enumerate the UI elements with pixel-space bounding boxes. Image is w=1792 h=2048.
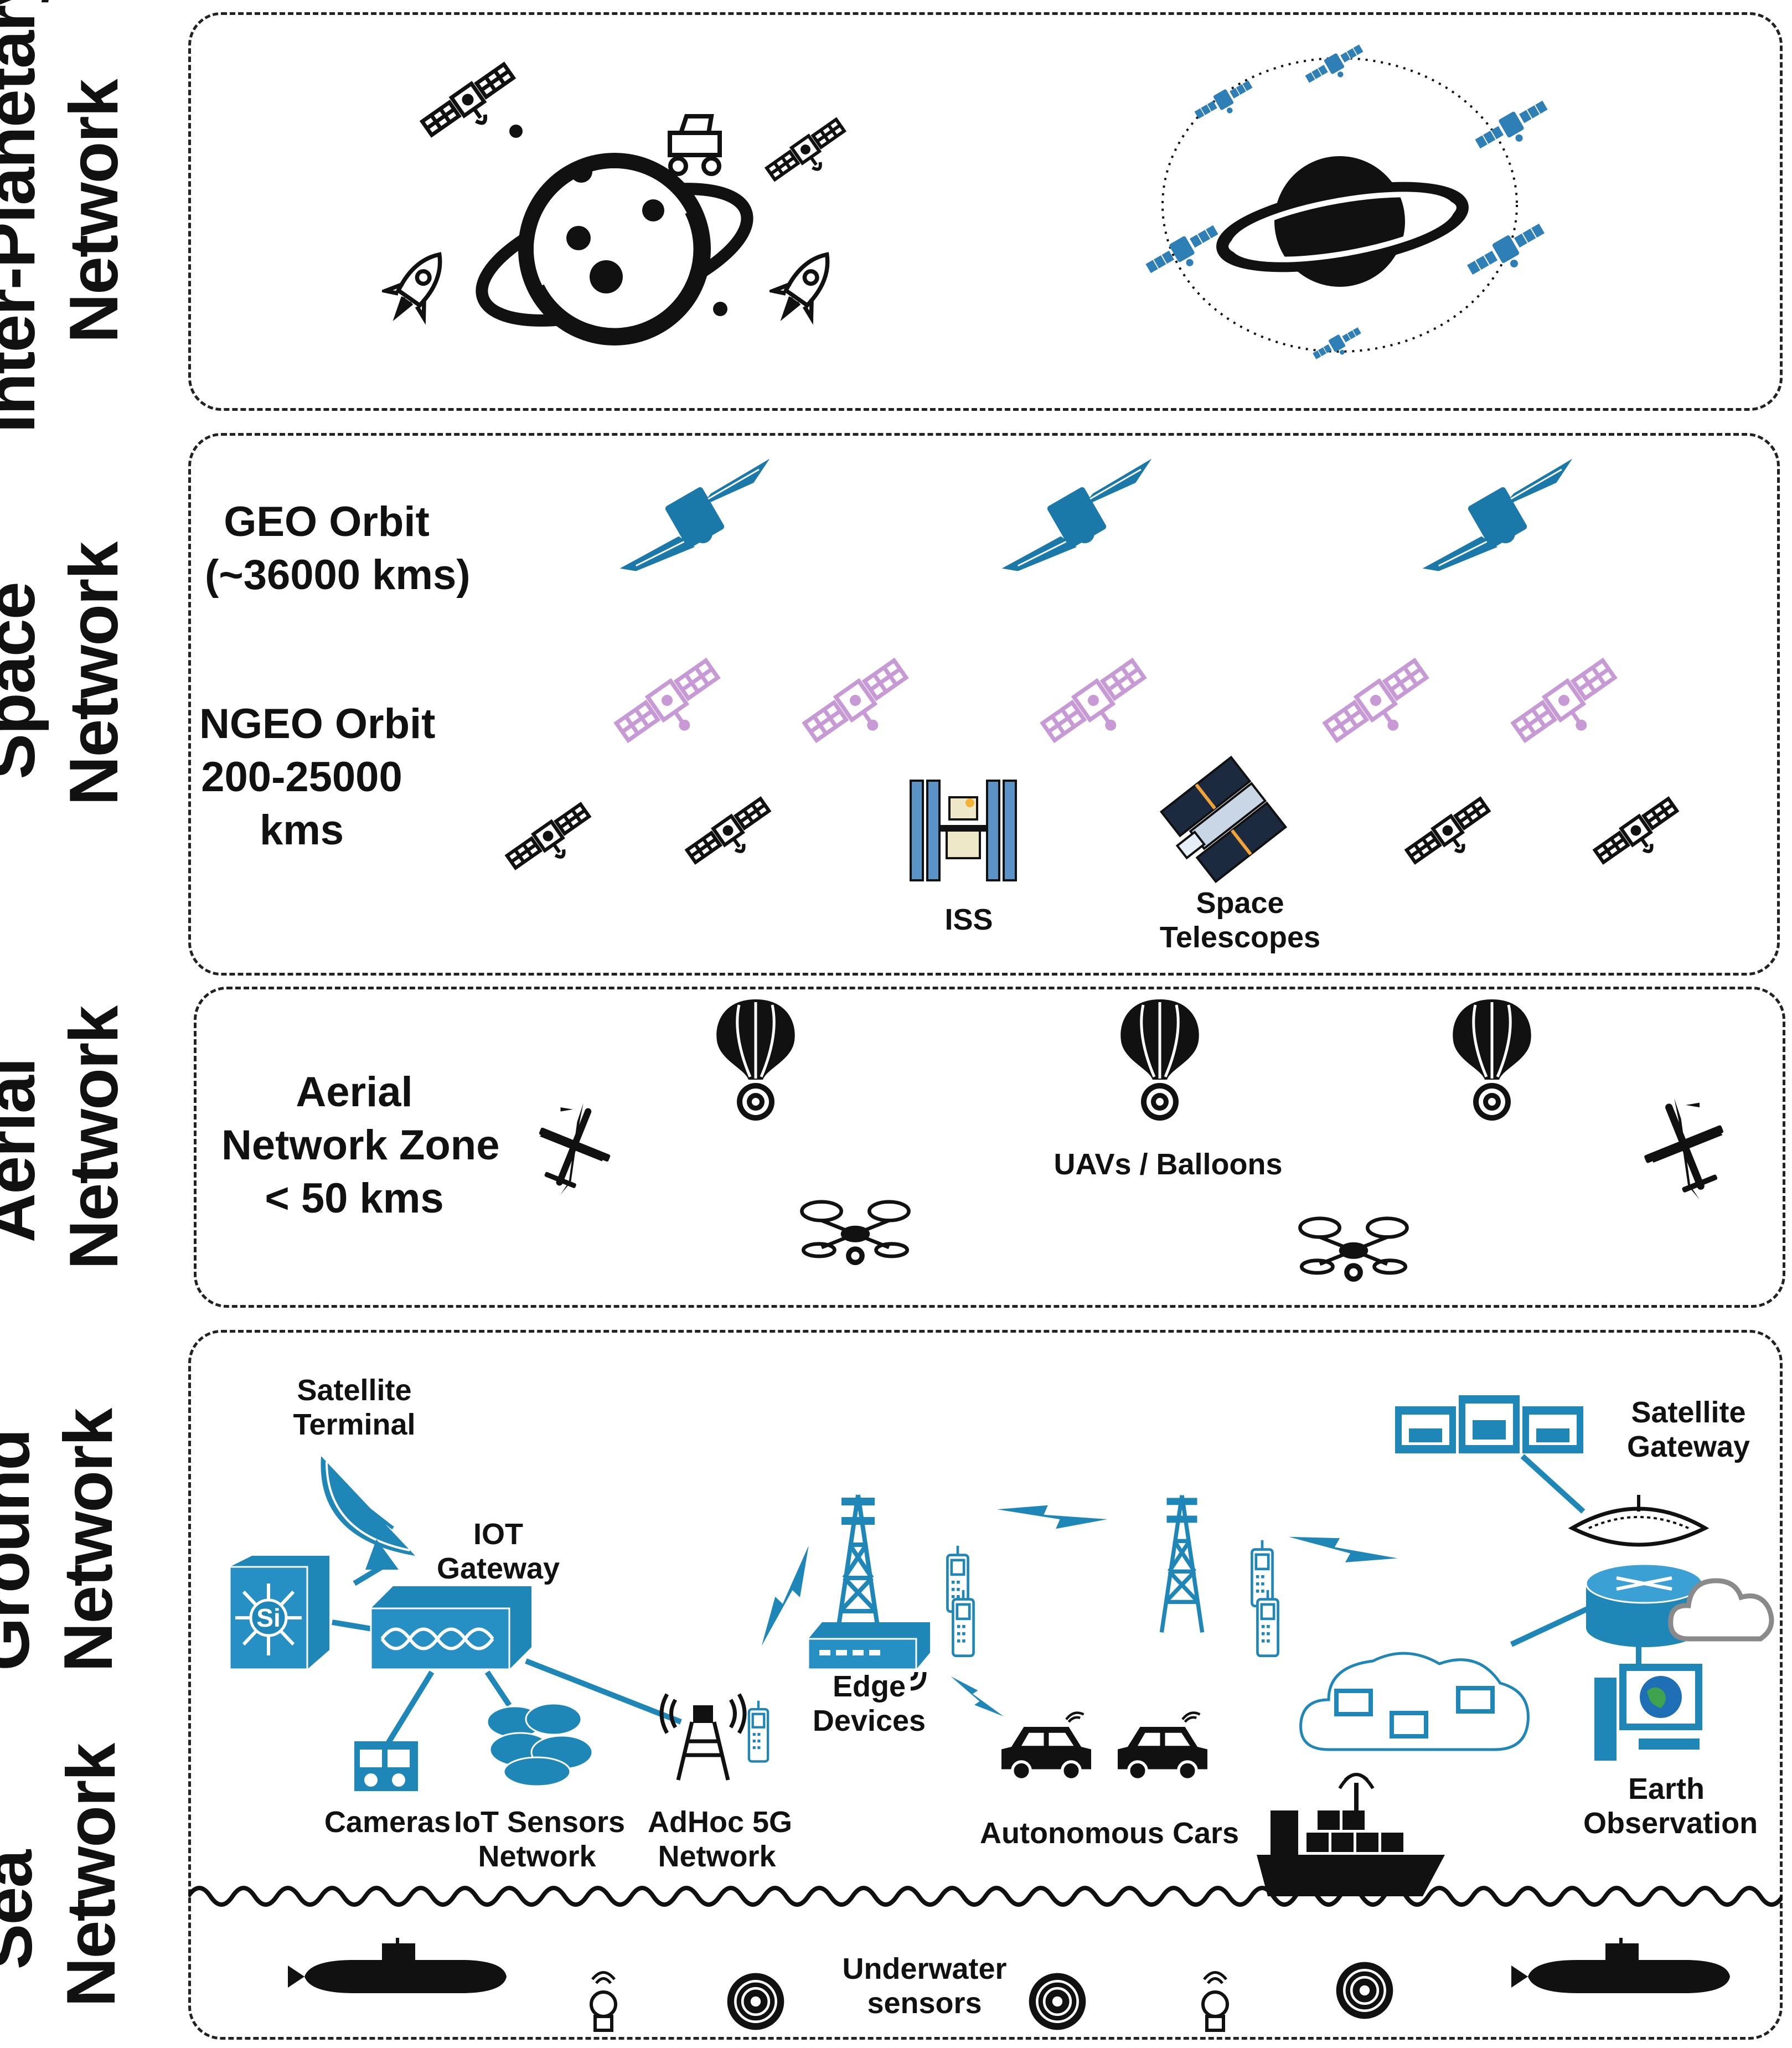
adhoc-network-label: AdHoc 5G Network <box>648 1805 793 1874</box>
ship-icon <box>1257 1773 1445 1896</box>
autonomous-cars-label: Autonomous Cars <box>980 1817 1240 1850</box>
iss-label: ISS <box>944 903 993 936</box>
edge-device-icon <box>807 1622 930 1670</box>
si-badge: Si <box>256 1603 281 1632</box>
wifi-signal-icon <box>910 1672 927 1691</box>
adhoc-tower-icon <box>659 1693 747 1781</box>
iot-gateway-icon <box>370 1586 531 1670</box>
buoy-sensor-icon <box>590 1971 617 2032</box>
handheld-device-icon <box>947 1589 980 1661</box>
handheld-device-icon <box>1251 1589 1284 1661</box>
datacenter-screens-icon <box>1395 1395 1583 1453</box>
handheld-device-icon <box>742 1700 775 1766</box>
autonomous-car-icon <box>1113 1705 1212 1788</box>
label-line: Space <box>1196 886 1284 920</box>
iot-sensors-label: IoT Sensors Network <box>454 1805 626 1874</box>
space-telescope-icon <box>1159 755 1288 884</box>
edge-devices-label: Edge Devices <box>803 1669 936 1738</box>
earth-observation-label: Earth Observation <box>1583 1772 1758 1840</box>
underwater-sensor-icon <box>1334 1960 1395 2021</box>
label-line: Earth <box>1628 1772 1705 1805</box>
interplanetary-panel <box>188 12 1783 411</box>
label-line: Observation <box>1583 1807 1758 1840</box>
ground-sea-network-panel <box>188 1330 1783 2040</box>
label-line: Underwater <box>842 1952 1007 1985</box>
satellite-gateway-label: Satellite Gateway <box>1605 1395 1772 1464</box>
iot-sensors-icon <box>486 1703 593 1787</box>
label-line: Aerial <box>296 1069 413 1116</box>
network-cloud-icon <box>1299 1652 1530 1751</box>
dot-icon <box>713 302 727 316</box>
aerial-zone-label: Aerial Network Zone < 50 kms <box>221 1066 500 1225</box>
geo-orbit-label: GEO Orbit (~36000 kms) <box>205 496 471 602</box>
label-line: AdHoc 5G <box>648 1805 793 1839</box>
label-line: kms <box>259 807 344 854</box>
label-line: IoT Sensors <box>454 1805 626 1839</box>
label-line: Terminal <box>293 1408 416 1441</box>
rover-icon <box>668 114 722 176</box>
submarine-icon <box>288 1938 509 2004</box>
label-line: Network <box>478 1840 596 1873</box>
label-line: Satellite <box>1631 1396 1746 1429</box>
label-line: GEO Orbit <box>224 498 430 545</box>
label-line: Satellite <box>297 1374 412 1407</box>
underwater-sensors-label: Underwater sensors <box>841 1952 1008 2020</box>
label-line: sensors <box>867 1987 982 2020</box>
label-line: Network <box>658 1840 776 1873</box>
label-line: < 50 kms <box>265 1175 444 1222</box>
cameras-label: Cameras <box>324 1805 451 1839</box>
buoy-sensor-icon <box>1201 1971 1229 2032</box>
iss-icon <box>910 780 1017 881</box>
label-line: 200-25000 <box>201 754 402 801</box>
gateway-dish-icon <box>1568 1495 1710 1547</box>
underwater-sensor-icon <box>1027 1971 1088 2032</box>
label-line: Network Zone <box>221 1122 500 1169</box>
ngeo-orbit-label: NGEO Orbit 200-25000 kms <box>199 698 436 857</box>
label-line: Edge <box>832 1670 906 1703</box>
ringed-planet-icon <box>476 153 753 345</box>
sea-surface-wave <box>188 1886 1783 1907</box>
uavs-balloons-label: UAVs / Balloons <box>1053 1148 1283 1181</box>
saturn-icon <box>1216 156 1469 287</box>
space-network-panel <box>188 433 1780 976</box>
earth-observation-computer-icon <box>1594 1664 1702 1761</box>
space-telescopes-label: Space Telescopes <box>1140 886 1340 955</box>
label-line: NGEO Orbit <box>199 700 436 747</box>
satellite-dish-icon <box>321 1456 415 1570</box>
label-line: (~36000 kms) <box>205 551 471 599</box>
label-line: Gateway <box>1626 1430 1750 1463</box>
label-line: Devices <box>812 1704 926 1737</box>
orbit-path-icon <box>1161 57 1518 353</box>
aerial-network-panel <box>194 987 1785 1308</box>
satellite-terminal-label: Satellite Terminal <box>271 1373 437 1442</box>
label-line: Gateway <box>436 1552 560 1585</box>
cloud-icon <box>1668 1578 1774 1642</box>
underwater-sensor-icon <box>725 1971 786 2032</box>
submarine-icon <box>1511 1938 1733 2004</box>
cameras-icon <box>354 1741 418 1791</box>
cell-tower-icon <box>1151 1484 1212 1639</box>
dot-icon <box>509 125 523 138</box>
label-line: Telescopes <box>1159 921 1321 954</box>
switch-si-icon <box>229 1556 329 1670</box>
iot-gateway-label: IOT Gateway <box>421 1517 576 1586</box>
label-line: IOT <box>473 1518 523 1551</box>
autonomous-car-icon <box>996 1705 1096 1788</box>
